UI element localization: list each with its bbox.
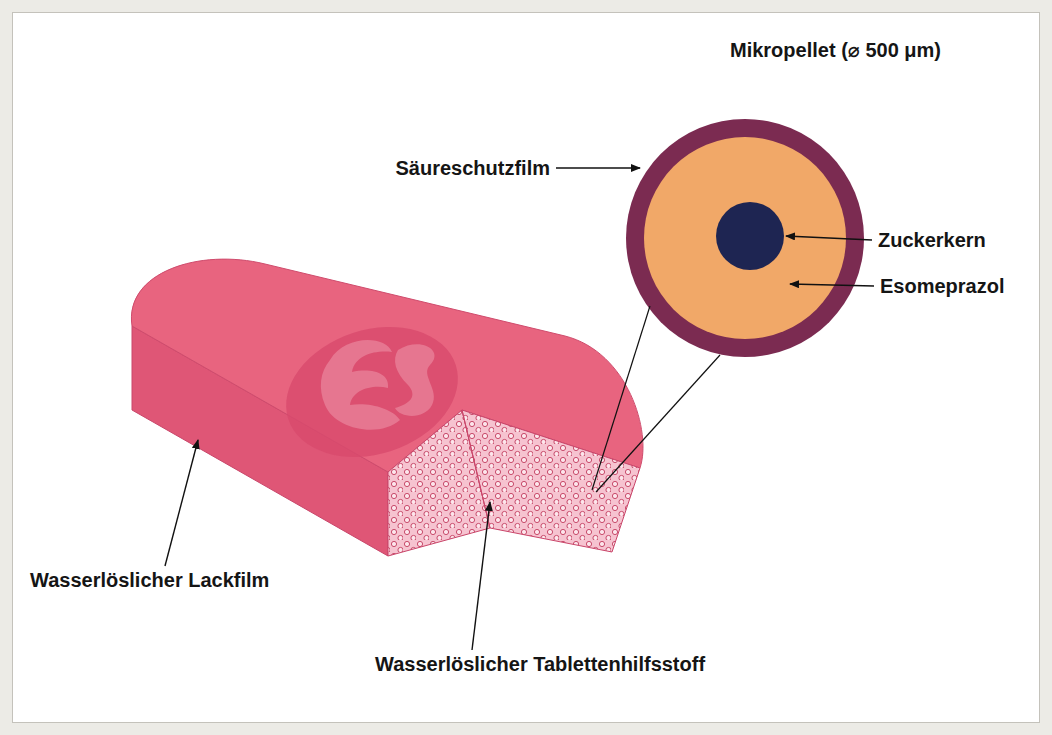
part-label: Zuckerkern xyxy=(878,228,986,252)
part-label: Säureschutzfilm xyxy=(396,156,550,180)
part-label: Esomeprazol xyxy=(880,274,1004,298)
part-label: Wasserlöslicher Lackfilm xyxy=(30,568,269,592)
part-label: Wasserlöslicher Tablettenhilfsstoff xyxy=(375,652,705,676)
part-title: Mikropellet (⌀ 500 μm) xyxy=(730,38,941,62)
